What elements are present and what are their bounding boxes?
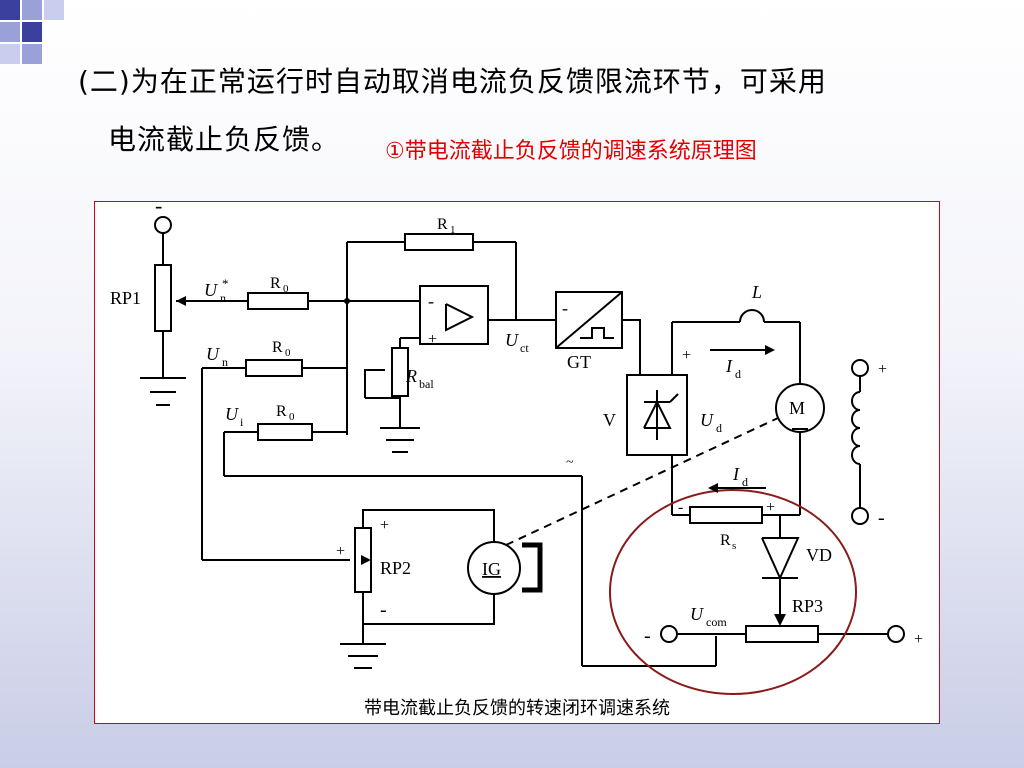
slide-subtitle: ①带电流截止负反馈的调速系统原理图 bbox=[385, 139, 757, 164]
label-id-top-sub: d bbox=[735, 367, 741, 381]
r0-top-resistor bbox=[247, 292, 309, 310]
label-opamp-plus: + bbox=[428, 331, 437, 348]
label-v-plus: + bbox=[682, 347, 691, 364]
ucom-plus-terminal bbox=[887, 625, 905, 643]
label-m: M bbox=[789, 398, 805, 418]
label-l: L bbox=[751, 282, 762, 302]
opamp-block bbox=[419, 285, 489, 345]
label-r0-bot-sub: 0 bbox=[289, 411, 295, 423]
cutoff-highlight-ellipse bbox=[609, 489, 857, 695]
label-r0-top: R bbox=[270, 275, 281, 292]
label-rbal-sub: bal bbox=[419, 377, 434, 391]
label-r1: R bbox=[437, 216, 448, 233]
ig-tachogenerator bbox=[467, 541, 521, 595]
label-id-top: I bbox=[725, 356, 733, 376]
opamp-triangle bbox=[445, 303, 475, 332]
field-minus-terminal bbox=[851, 507, 869, 525]
label-un-sub: n bbox=[222, 355, 228, 369]
rp3-resistor bbox=[745, 625, 819, 643]
label-field-plus: + bbox=[878, 361, 887, 378]
label-v: V bbox=[603, 410, 616, 430]
ucom-minus-terminal bbox=[660, 625, 678, 643]
label-rp1: RP1 bbox=[110, 288, 141, 308]
label-rp2-minus: - bbox=[380, 599, 387, 621]
label-uct-sub: ct bbox=[520, 341, 529, 355]
label-rs: R bbox=[720, 532, 731, 549]
label-un-star: U bbox=[204, 280, 218, 300]
field-plus-terminal bbox=[851, 359, 869, 377]
inductor-l bbox=[739, 309, 765, 323]
label-field-minus: - bbox=[878, 507, 885, 529]
label-id-bot-sub: d bbox=[742, 475, 748, 489]
label-ucom-plus: + bbox=[914, 631, 923, 648]
r0-mid-resistor bbox=[245, 359, 303, 377]
label-r1-sub: 1 bbox=[450, 224, 456, 236]
label-r0-bot: R bbox=[276, 403, 287, 420]
r0-bot-resistor bbox=[257, 423, 313, 441]
label-opamp-minus: - bbox=[428, 291, 434, 311]
vd-diode bbox=[761, 537, 800, 581]
label-rp2-wiper-plus: + bbox=[336, 543, 345, 560]
label-un: U bbox=[206, 344, 220, 364]
field-winding bbox=[851, 391, 861, 465]
label-r0-mid-sub: 0 bbox=[285, 347, 291, 359]
corner-decoration bbox=[0, 0, 80, 70]
label-rp1-minus: - bbox=[155, 193, 162, 218]
label-rbal: R bbox=[405, 366, 417, 386]
label-gt: GT bbox=[567, 352, 591, 372]
label-ucom-sub: com bbox=[706, 615, 727, 629]
label-ucom: U bbox=[690, 604, 704, 624]
label-ud-sub: d bbox=[716, 421, 722, 435]
label-rp2: RP2 bbox=[380, 558, 411, 578]
label-gt-minus: - bbox=[562, 298, 568, 318]
label-rp2-plus: + bbox=[380, 517, 389, 534]
label-r0-mid: R bbox=[272, 339, 283, 356]
label-ui: U bbox=[225, 404, 239, 424]
label-rs-minus: - bbox=[678, 499, 683, 516]
rp1-top-terminal bbox=[154, 216, 172, 234]
diagram-caption: 带电流截止负反馈的转速闭环调速系统 bbox=[364, 698, 670, 719]
rp1-resistor bbox=[154, 264, 172, 332]
label-tilde: ~ bbox=[566, 455, 574, 470]
label-ud: U bbox=[700, 410, 714, 430]
label-un-star-sub: n bbox=[220, 291, 226, 305]
slide-title-line1: (二)为在正常运行时自动取消电流负反馈限流环节，可采用 bbox=[78, 65, 827, 98]
slide-title-line2: 电流截止负反馈。 bbox=[108, 123, 341, 156]
label-un-star-sup: * bbox=[222, 276, 229, 291]
label-uct: U bbox=[505, 330, 519, 350]
label-rp3: RP3 bbox=[792, 596, 823, 616]
label-ucom-minus: - bbox=[644, 625, 651, 647]
label-id-bot: I bbox=[732, 464, 740, 484]
label-rs-sub: s bbox=[732, 540, 736, 552]
rs-resistor bbox=[689, 506, 763, 524]
label-ui-sub: i bbox=[240, 415, 244, 429]
label-r0-top-sub: 0 bbox=[283, 283, 289, 295]
label-ig: IG bbox=[482, 559, 501, 579]
label-rs-plus: + bbox=[766, 499, 775, 516]
label-vd: VD bbox=[806, 545, 832, 565]
r1-resistor bbox=[404, 233, 474, 251]
